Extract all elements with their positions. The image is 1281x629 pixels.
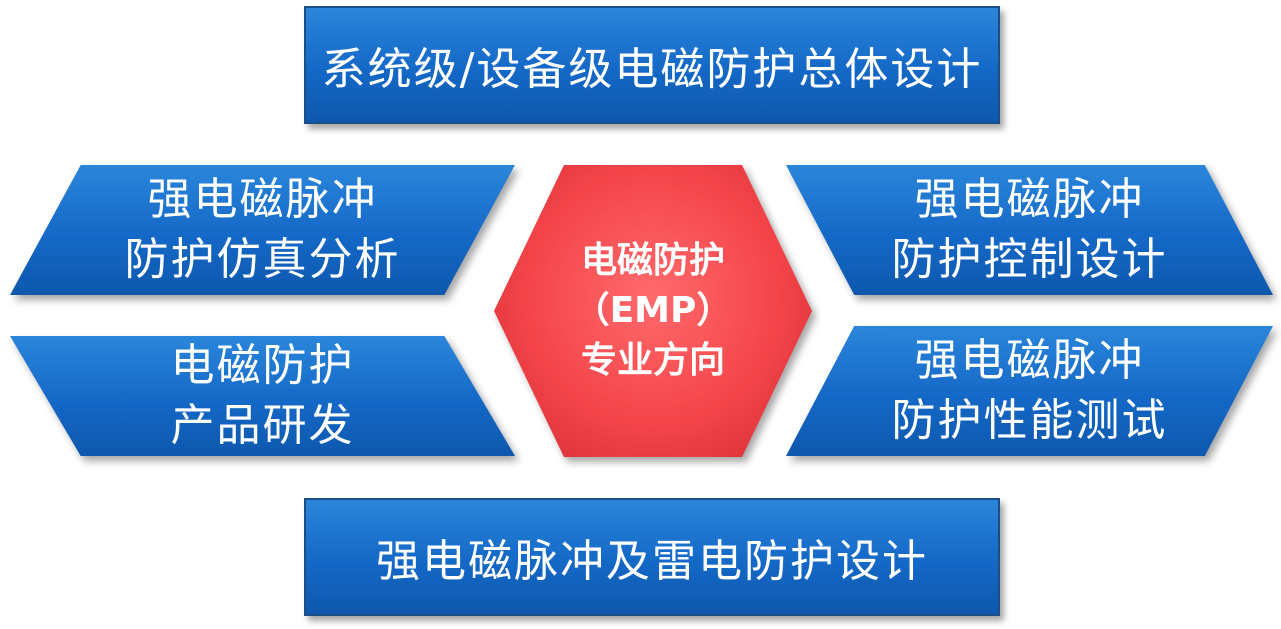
right-upper-line-2: 防护控制设计	[891, 234, 1168, 285]
left-lower-line-2: 产品研发	[170, 400, 355, 451]
center-line-2: （EMP）	[573, 290, 733, 331]
left-upper-line-2: 防护仿真分析	[124, 234, 401, 285]
right-upper-line-1: 强电磁脉冲	[914, 174, 1145, 225]
right-lower-line-2: 防护性能测试	[891, 395, 1168, 446]
left-lower-line-1: 电磁防护	[170, 340, 355, 391]
center-hexagon: 电磁防护 （EMP） 专业方向	[494, 165, 812, 457]
right-lower-parallelogram: 强电磁脉冲 防护性能测试	[786, 326, 1273, 456]
right-lower-line-1: 强电磁脉冲	[914, 335, 1145, 386]
left-upper-line-1: 强电磁脉冲	[147, 174, 378, 225]
bottom-box-label: 强电磁脉冲及雷电防护设计	[376, 536, 928, 587]
left-lower-parallelogram: 电磁防护 产品研发	[10, 336, 515, 456]
left-upper-parallelogram: 强电磁脉冲 防护仿真分析	[10, 165, 515, 295]
top-box-label: 系统级/设备级电磁防护总体设计	[321, 44, 983, 95]
center-line-3: 专业方向	[580, 340, 725, 381]
right-upper-parallelogram: 强电磁脉冲 防护控制设计	[786, 165, 1273, 295]
bottom-box-lightning-design: 强电磁脉冲及雷电防护设计	[304, 498, 1000, 616]
center-line-1: 电磁防护	[580, 240, 725, 281]
top-box-system-design: 系统级/设备级电磁防护总体设计	[304, 6, 1000, 124]
